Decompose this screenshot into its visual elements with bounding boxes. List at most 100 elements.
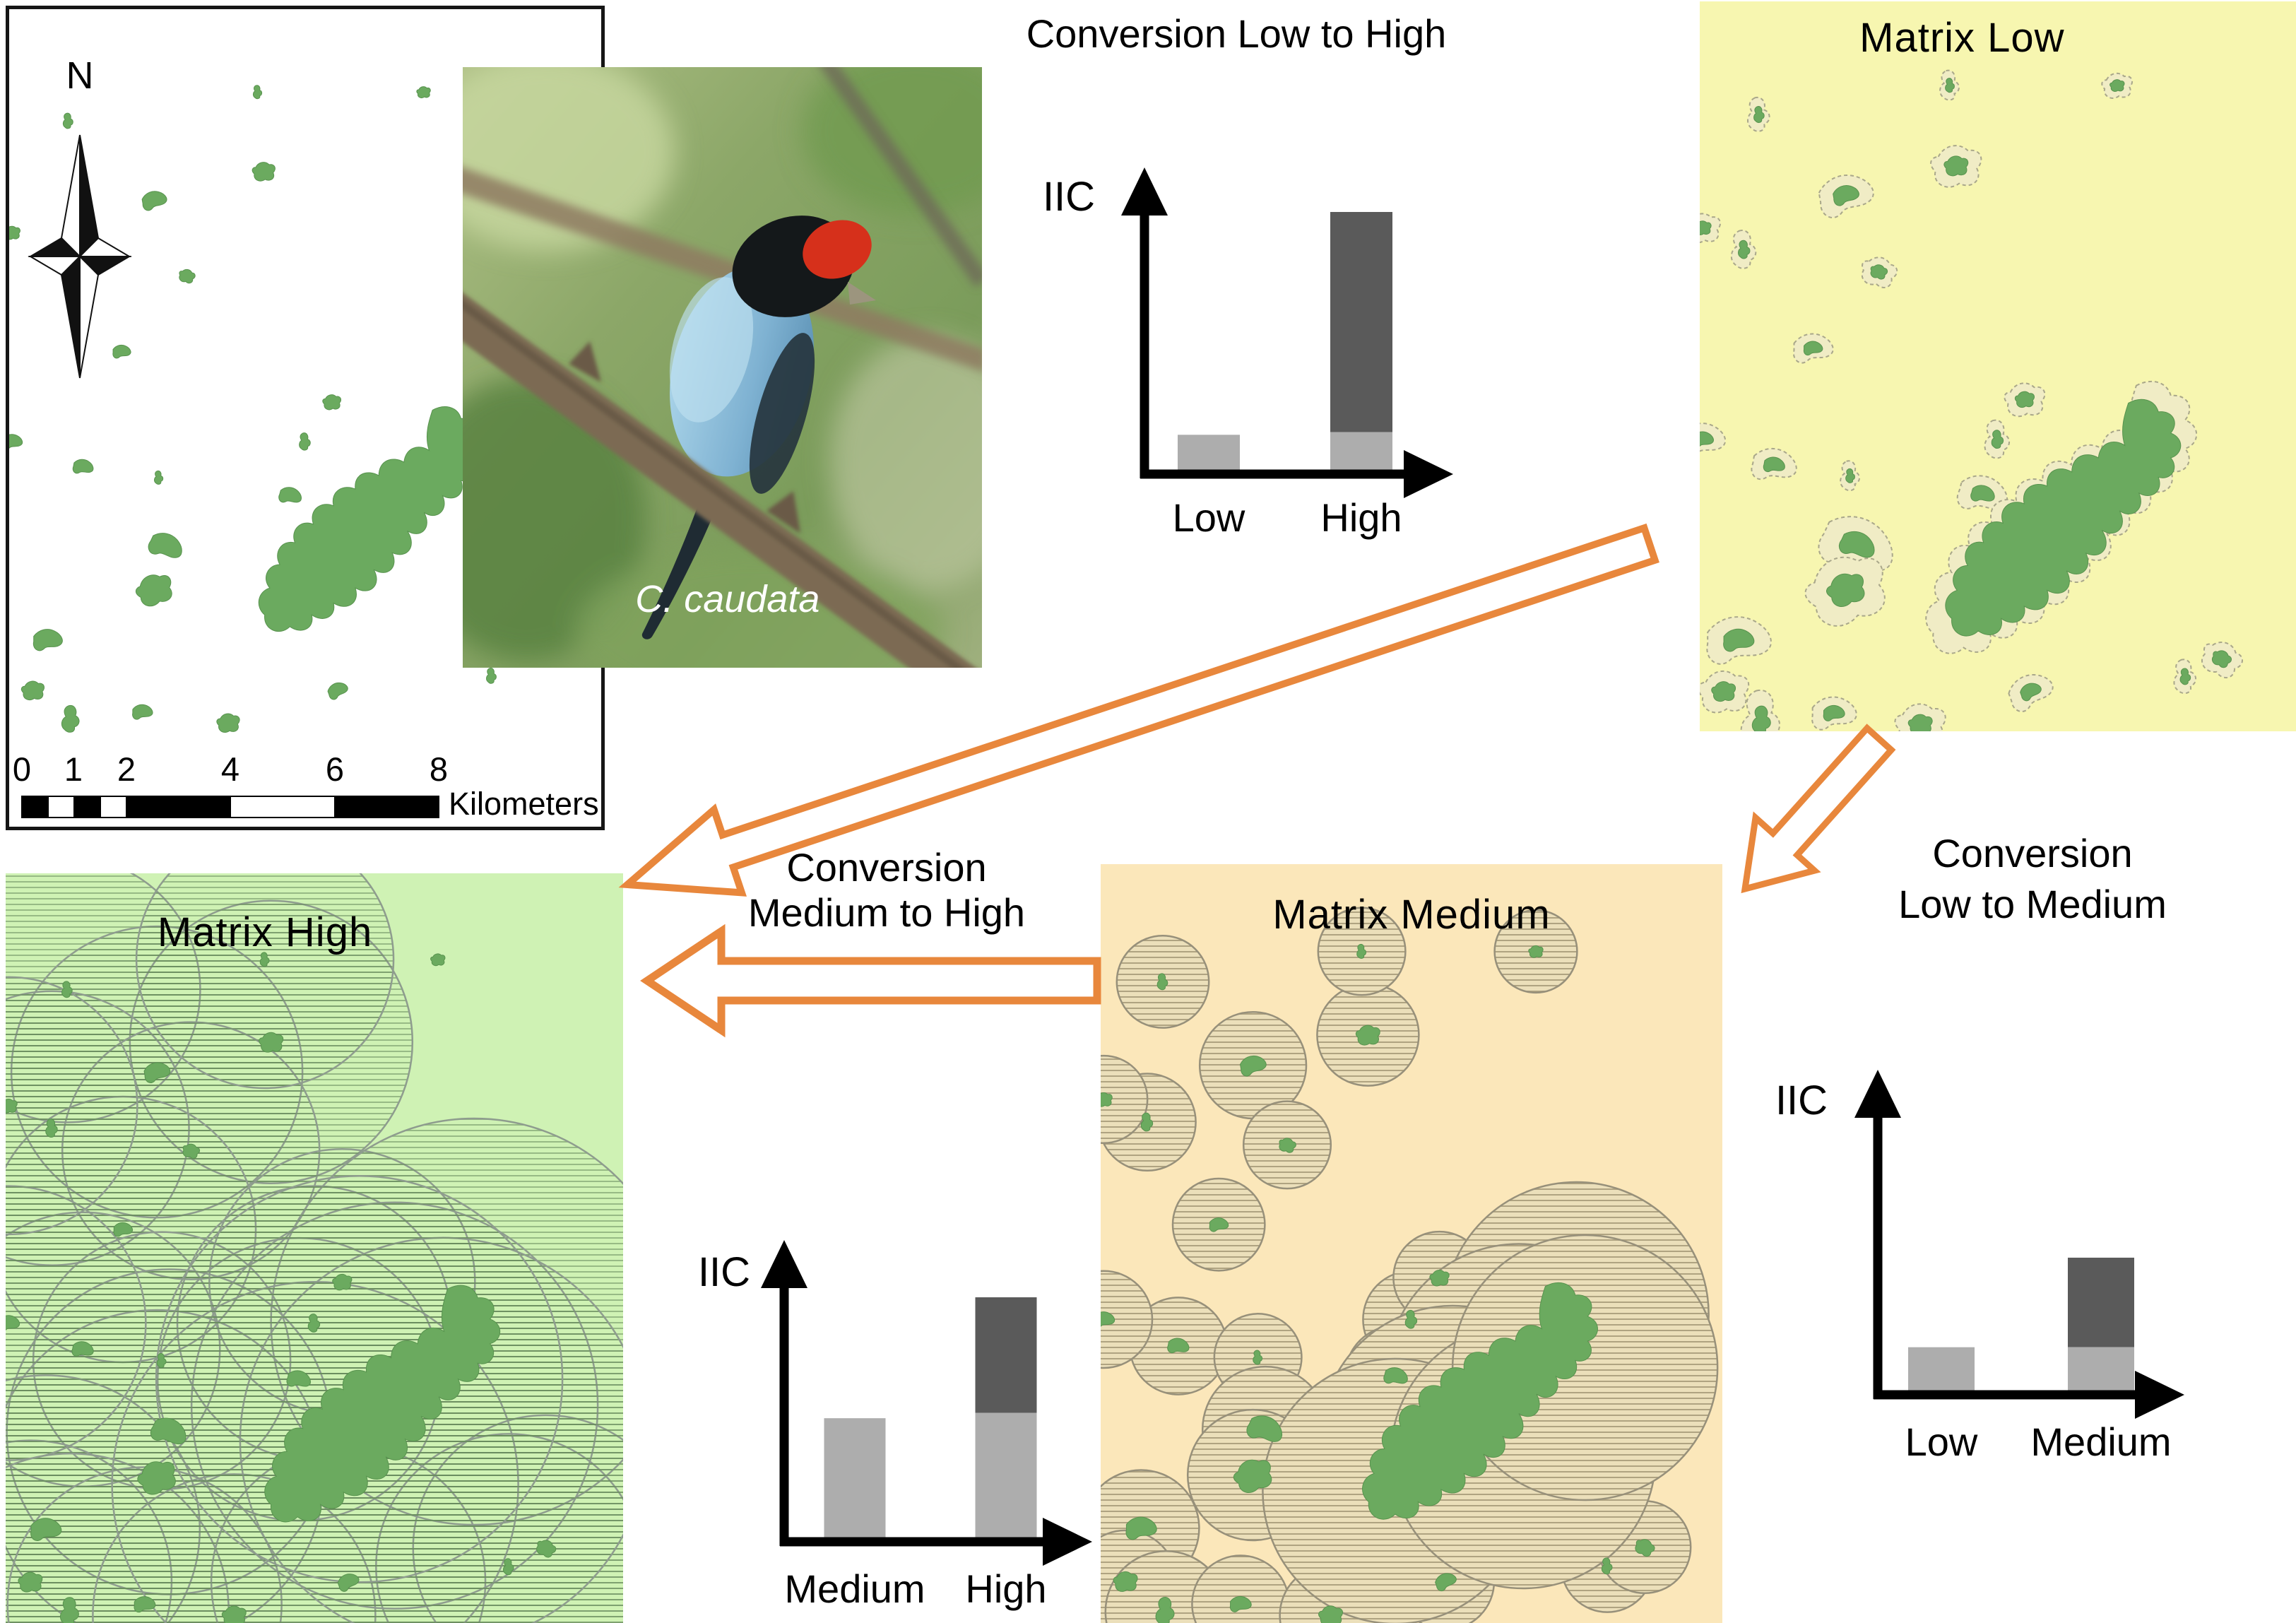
habitat-patch (133, 571, 176, 609)
habitat-patch (1869, 262, 1889, 281)
habitat-patch (1357, 944, 1366, 958)
habitat-patch (253, 85, 261, 99)
panel-title-matrix-low: Matrix Low (1859, 15, 2065, 61)
habitat-patch (2015, 391, 2034, 407)
bar-segment-dark (2068, 1257, 2134, 1347)
habitat-patch (1167, 1337, 1190, 1356)
habitat-patch (134, 1457, 179, 1497)
habitat-patch (1738, 240, 1749, 259)
habitat-patch (260, 952, 269, 967)
x-axis-arrowhead-icon (2135, 1371, 2184, 1419)
patch-layer (1700, 78, 2234, 731)
habitat-patch (1155, 1597, 1176, 1623)
habitat-patch (143, 1061, 172, 1084)
habitat-patch (431, 954, 445, 966)
x-category-label: Medium (2030, 1420, 2171, 1464)
habitat-patch (59, 1597, 80, 1623)
scale-unit-label: Kilometers (449, 786, 599, 822)
habitat-patch (141, 189, 168, 211)
habitat-patch (1383, 1365, 1409, 1388)
bar-segment-light (1908, 1347, 1975, 1395)
panel-matrix-medium: Matrix Medium (1101, 864, 1722, 1623)
habitat-patch (1804, 341, 1823, 355)
habitat-patch (114, 1222, 133, 1237)
habitat-patch (61, 704, 81, 733)
habitat-patch (278, 485, 303, 507)
x-category-label: Low (1905, 1420, 1978, 1464)
habitat-patch (46, 1119, 57, 1138)
bar-segment-light (824, 1418, 886, 1542)
patch-hatch-buffer (1191, 1554, 1290, 1623)
y-axis-title: IIC (698, 1249, 750, 1295)
scale-tick-label: 6 (326, 750, 344, 788)
habitat-patch (252, 163, 275, 182)
habitat-patch (1992, 430, 2003, 449)
bar-segment-dark (975, 1297, 1037, 1413)
habitat-patch (146, 529, 187, 565)
habitat-patch (217, 714, 239, 733)
habitat-patch (1253, 1350, 1262, 1364)
habitat-patch (1632, 1535, 1657, 1559)
scale-bar-segment (47, 796, 75, 818)
scale-bar-segment (21, 796, 49, 818)
y-axis-arrowhead-icon (1121, 167, 1168, 216)
habitat-patch (1113, 1571, 1137, 1591)
north-arrow-icon (28, 134, 132, 379)
patch-layer (6, 952, 558, 1623)
photo-caption: C. caudata (635, 578, 820, 620)
branch-secondary (463, 67, 982, 372)
habitat-patch (308, 1314, 319, 1333)
habitat-patch (285, 1368, 312, 1391)
habitat-patch-large (259, 407, 482, 632)
scale-tick-label: 4 (221, 750, 239, 788)
habitat-patch (323, 395, 341, 410)
habitat-patch (1356, 1025, 1380, 1045)
habitat-patch (1908, 714, 1932, 731)
habitat-patch (1231, 1456, 1276, 1496)
panel-title-matrix-medium: Matrix Medium (1272, 892, 1551, 938)
habitat-patch (63, 113, 73, 129)
dispersal-buffer-circle (135, 873, 395, 1090)
label-conversion-low-to-medium: Conversion Low to Medium (1898, 831, 2167, 926)
habitat-patch (18, 1572, 42, 1592)
habitat-patch (1430, 1270, 1449, 1286)
habitat-patch (31, 1518, 61, 1541)
habitat-patch (2180, 668, 2191, 685)
habitat-patch (1239, 1054, 1268, 1077)
habitat-patch (33, 630, 62, 651)
x-category-label: Low (1173, 495, 1245, 540)
x-category-label: High (965, 1566, 1046, 1611)
habitat-patch (259, 1032, 283, 1052)
habitat-patch (9, 435, 23, 449)
patch-layer (1101, 944, 1657, 1623)
habitat-patch (1946, 78, 1955, 93)
x-category-label: High (1320, 495, 1402, 540)
habitat-patch (21, 681, 44, 700)
north-label: N (66, 54, 94, 97)
bird-wing (749, 333, 815, 494)
scale-bar-segment (73, 796, 101, 818)
habitat-patch (1126, 1517, 1156, 1540)
habitat-patch (1837, 526, 1880, 565)
habitat-patch (1700, 432, 1713, 447)
habitat-patch (1141, 1113, 1152, 1131)
panel-matrix-high: Matrix High (6, 873, 623, 1623)
habitat-patch (1832, 184, 1861, 207)
label-conversion-low-to-high: Conversion Low to High (1026, 11, 1447, 56)
habitat-patch (1209, 1218, 1229, 1232)
habitat-patch (71, 1340, 95, 1359)
habitat-patch (1433, 1571, 1459, 1593)
scale-bar-segment (230, 796, 336, 818)
scale-tick-label: 1 (64, 750, 83, 788)
habitat-patch (2209, 647, 2234, 671)
habitat-patch (1763, 456, 1786, 475)
habitat-patch (1944, 156, 1968, 176)
x-axis-arrowhead-icon (1404, 450, 1453, 498)
y-axis-title: IIC (1775, 1078, 1828, 1123)
habitat-patch (1754, 107, 1765, 123)
habitat-patch (148, 1413, 191, 1451)
scale-bar-segment (126, 796, 231, 818)
habitat-patch (134, 1597, 155, 1612)
